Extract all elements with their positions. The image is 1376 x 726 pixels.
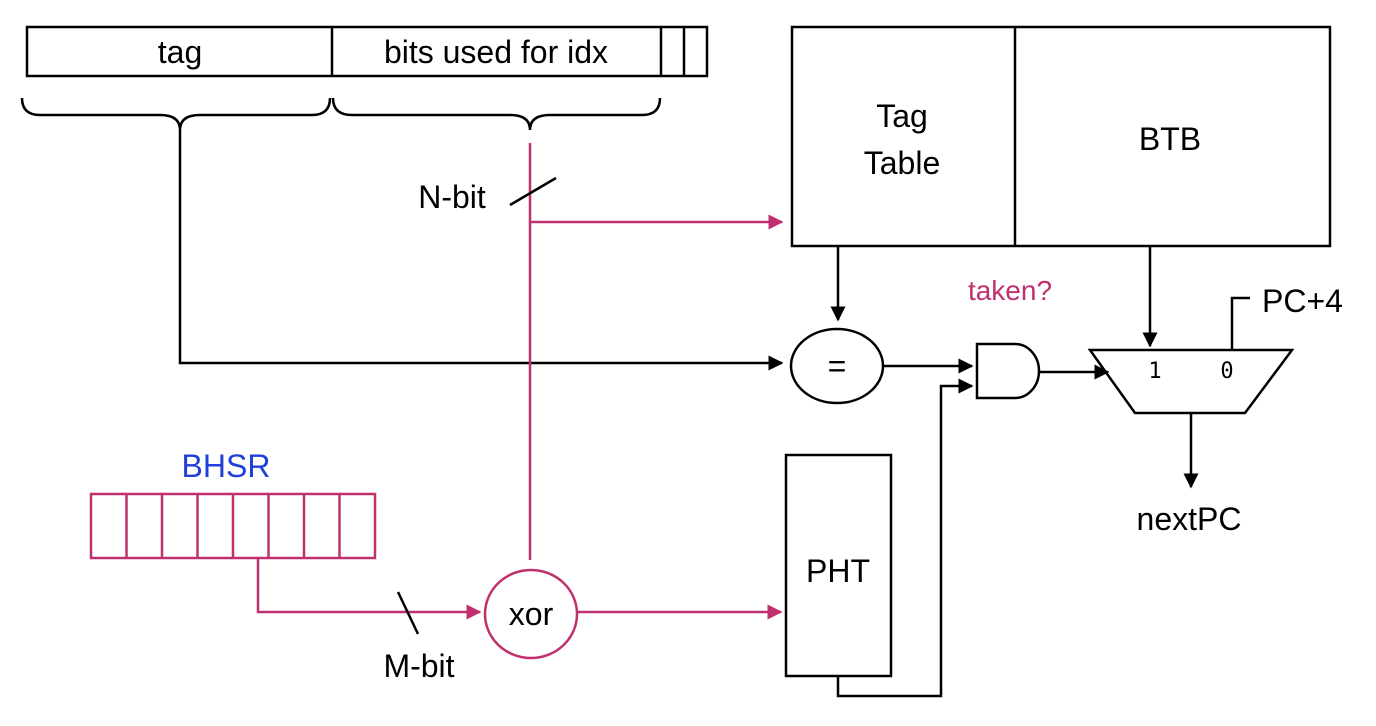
bhsr-register [89, 492, 377, 560]
tag-to-comparator-wire [178, 130, 784, 371]
tag-table-label-line1: Tag [876, 98, 928, 134]
and-gate [975, 342, 1041, 400]
mux-input-1-label: 1 [1148, 359, 1161, 384]
tag-brace [20, 97, 332, 131]
pc-plus-4-label: PC+4 [1262, 283, 1343, 319]
pc-plus-4-wire [1230, 296, 1250, 350]
index-brace [331, 97, 662, 131]
btb-label: BTB [1139, 121, 1201, 157]
tag-field-label: tag [158, 34, 202, 70]
xor-label: xor [509, 596, 554, 632]
bhsr-to-xor-wire [256, 558, 482, 620]
pht-to-and-wire [836, 378, 974, 698]
m-bit-slash [396, 591, 420, 635]
address-register: tag bits used for idx [25, 25, 709, 78]
comparator-label: = [828, 348, 847, 384]
m-bit-label: M-bit [383, 648, 454, 684]
index-field-label: bits used for idx [384, 34, 608, 70]
tag-table-label-line2: Table [864, 145, 941, 181]
nextpc-label: nextPC [1137, 501, 1242, 537]
tag-table-btb-block: Tag Table BTB [790, 25, 1332, 248]
n-bit-label: N-bit [418, 179, 486, 215]
taken-label: taken? [968, 275, 1052, 306]
mux [1087, 348, 1295, 415]
pht-label: PHT [806, 553, 870, 589]
bhsr-label: BHSR [182, 448, 271, 484]
n-bit-slash [509, 176, 557, 207]
mux-input-0-label: 0 [1220, 359, 1233, 384]
xor-gate [483, 568, 579, 660]
